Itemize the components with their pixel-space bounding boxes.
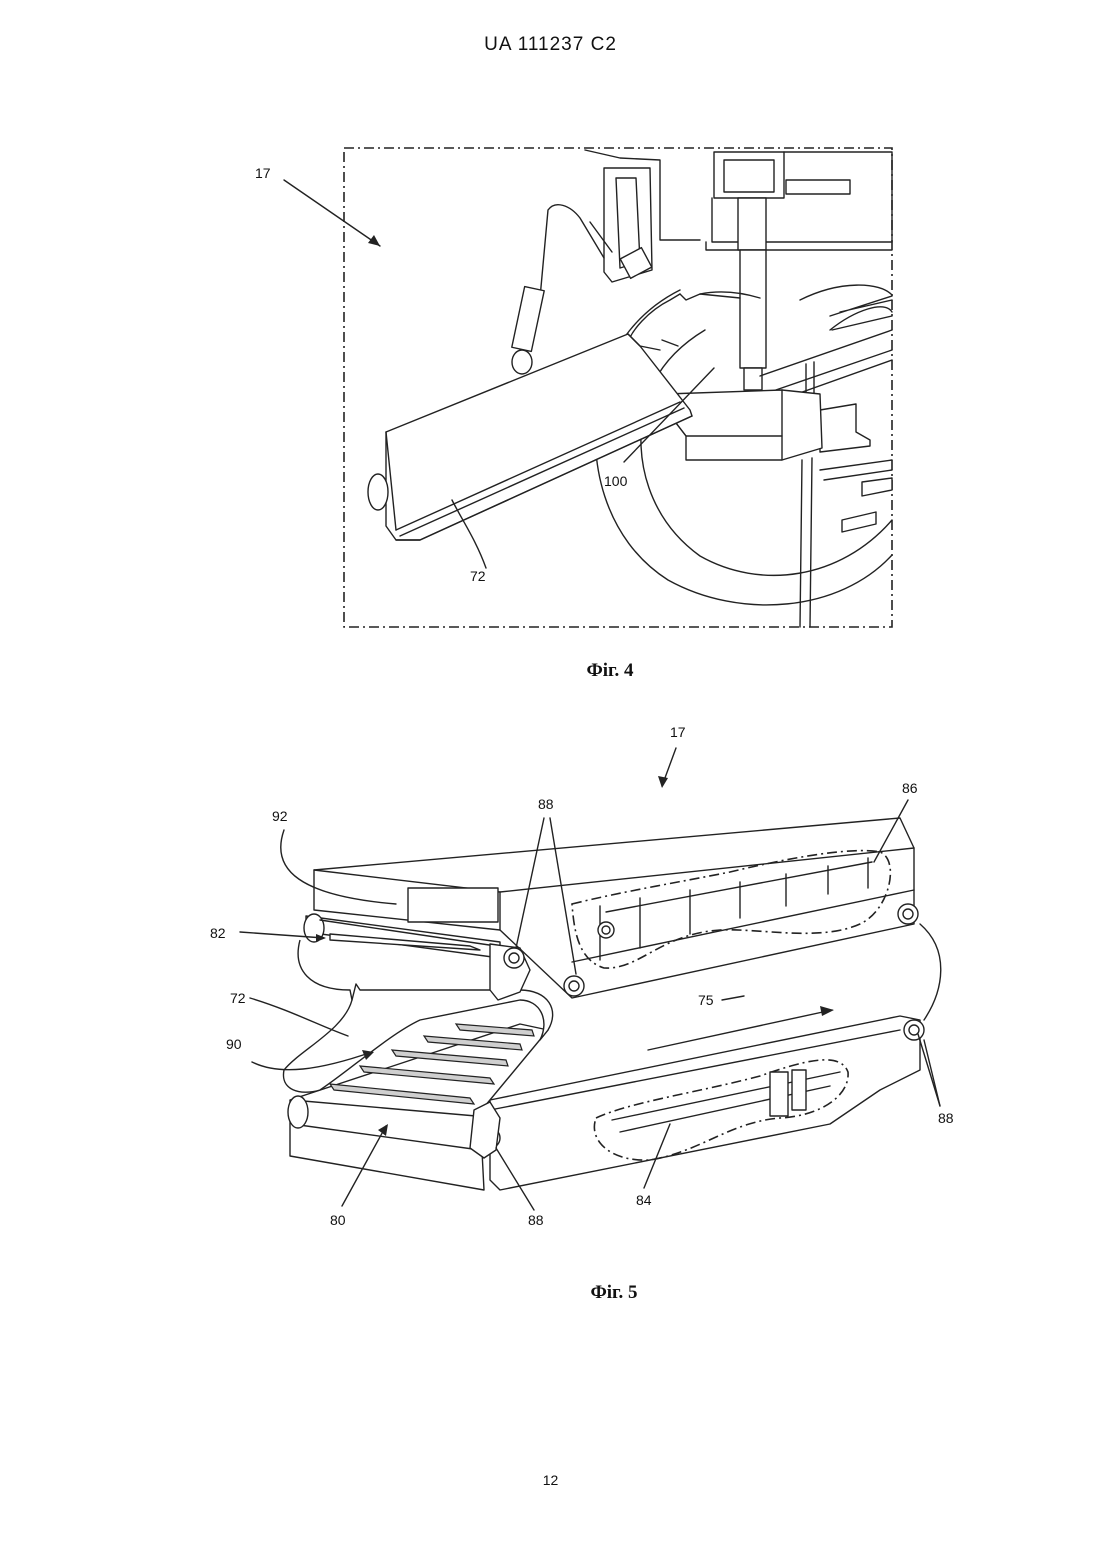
fig5-label-82: 82 bbox=[210, 925, 226, 941]
fig5-label-88-top: 88 bbox=[538, 796, 554, 812]
fig5-label-17: 17 bbox=[670, 724, 686, 740]
fig5-label-75: 75 bbox=[698, 992, 714, 1008]
page-number: 12 bbox=[0, 1472, 1101, 1488]
fig5-label-86: 86 bbox=[902, 780, 918, 796]
fig5-label-72: 72 bbox=[230, 990, 246, 1006]
fig5-label-84: 84 bbox=[636, 1192, 652, 1208]
fig5-label-88-bottom: 88 bbox=[528, 1212, 544, 1228]
fig5-label-80: 80 bbox=[330, 1212, 346, 1228]
fig5-label-92: 92 bbox=[272, 808, 288, 824]
figure-5-caption: Фіг. 5 bbox=[514, 1282, 714, 1304]
figure-5-drawing bbox=[0, 0, 1101, 1320]
fig5-label-88-right: 88 bbox=[938, 1110, 954, 1126]
fig5-label-90: 90 bbox=[226, 1036, 242, 1052]
